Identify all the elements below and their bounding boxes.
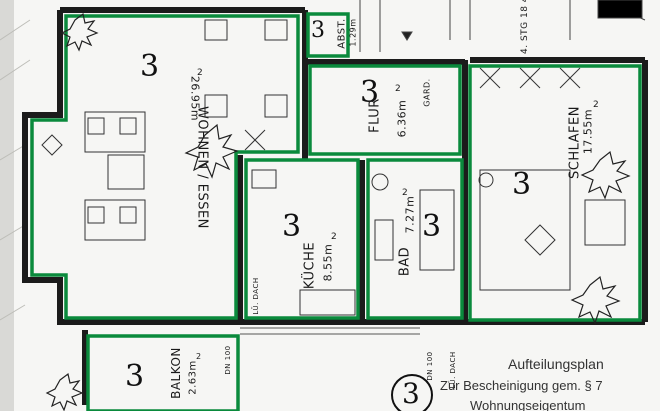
room-area-exp-bad: 2 xyxy=(402,188,409,198)
unit-circle xyxy=(391,374,433,411)
flur-note: GARD. xyxy=(422,78,432,107)
room-number-schlafen: 3 xyxy=(512,167,532,202)
room-number-bad: 3 xyxy=(422,209,442,244)
outline-kueche xyxy=(244,158,360,320)
room-area-exp-wohnen: 2 xyxy=(197,68,204,78)
bed-sketch xyxy=(479,169,571,291)
outline-abst xyxy=(306,12,350,58)
room-area-exp-schlafen: 2 xyxy=(593,100,600,110)
room-number-flur: 3 xyxy=(360,75,380,110)
room-area-exp-flur: 2 xyxy=(395,84,402,94)
room-number-balkon: 3 xyxy=(125,359,145,394)
outline-schlafen xyxy=(468,64,642,322)
balcony-hatch xyxy=(240,327,420,335)
room-number-abst: 3 xyxy=(311,18,325,43)
room-number-kueche: 3 xyxy=(282,209,302,244)
unit-number: 3 xyxy=(402,377,420,410)
sofa-sketch xyxy=(84,111,146,153)
caption-title: Aufteilungsplan xyxy=(508,356,604,372)
dn-label-right: DN 100 xyxy=(426,351,434,381)
room-area-flur: 6.36m xyxy=(395,99,409,138)
room-label-kueche: KÜCHE xyxy=(302,241,318,290)
room-label-flur: FLUR xyxy=(367,98,383,133)
caption-line3: Wohnungseigentum xyxy=(470,398,586,411)
caption-subtitle: Zur Bescheinigung gem. § 7 xyxy=(440,378,603,393)
left-hatch xyxy=(0,19,31,321)
balkon-note: DN 100 xyxy=(224,345,232,375)
room-area-abst: 1.29m xyxy=(348,18,358,47)
stair xyxy=(359,0,646,52)
window-hatch xyxy=(244,67,581,151)
walls xyxy=(22,7,648,405)
outline-flur xyxy=(308,64,462,156)
stair-label: 4. STG 18 4/26 xyxy=(520,0,530,54)
outline-bad xyxy=(366,158,464,320)
kueche-note: LÜ. DACH xyxy=(252,277,260,315)
room-number-wohnen: 3 xyxy=(140,49,160,84)
room-area-exp-kueche: 2 xyxy=(331,232,338,242)
room-label-abst: ABST. xyxy=(336,18,348,49)
scan-edge xyxy=(0,0,14,411)
furniture xyxy=(41,19,626,316)
room-label-balkon: BALKON xyxy=(169,347,183,399)
room-outlines xyxy=(30,12,642,411)
plants xyxy=(45,12,631,411)
room-area-exp-balkon: 2 xyxy=(196,352,202,361)
room-label-schlafen: SCHLAFEN xyxy=(567,106,583,179)
outline-balkon xyxy=(86,334,240,411)
outline-wohnen xyxy=(30,14,300,320)
